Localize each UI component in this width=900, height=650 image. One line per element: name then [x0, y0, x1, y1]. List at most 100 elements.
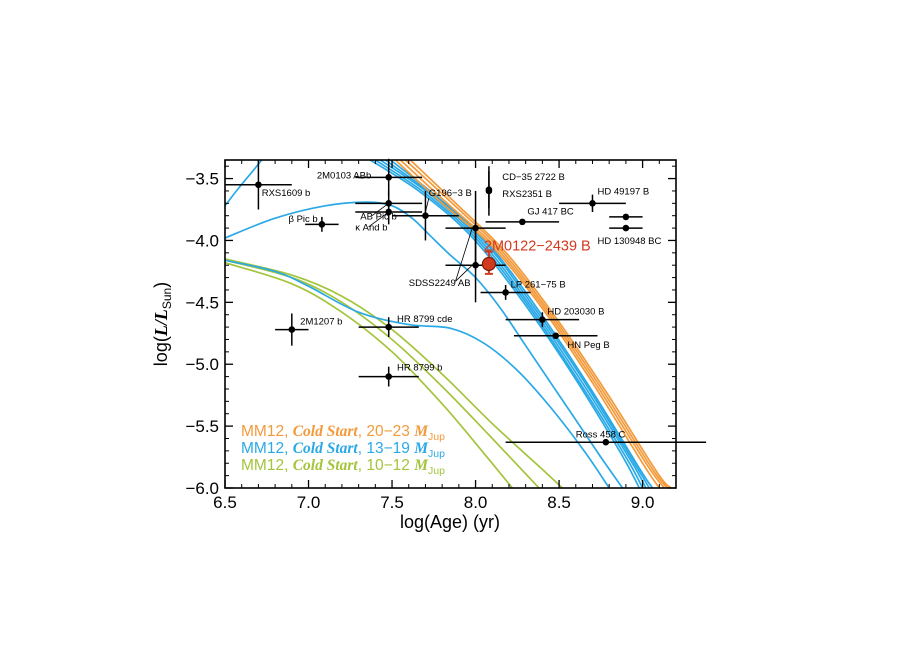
legend-entry: MM12, Cold Start, 13−19 MJup — [241, 440, 445, 460]
data-point — [275, 313, 309, 346]
y-tick-label: −5.5 — [185, 417, 219, 436]
plot-frame — [224, 159, 677, 489]
data-point — [358, 317, 419, 337]
point-marker — [288, 326, 296, 333]
data-point — [392, 190, 459, 241]
point-marker — [422, 212, 429, 219]
track-orange-0 — [394, 160, 661, 488]
data-point — [225, 160, 292, 210]
point-label: SDSS2249 AB — [409, 278, 471, 289]
legend-italic: Cold Start — [293, 440, 359, 457]
point-marker — [485, 187, 493, 195]
point-label: RXS2351 B — [502, 189, 552, 200]
data-point — [445, 228, 506, 303]
legend-mass-sub: Jup — [428, 448, 445, 460]
y-tick-label: −3.5 — [185, 170, 219, 189]
point-label: β Pic b — [288, 214, 317, 225]
data-point — [505, 438, 707, 446]
data-point — [505, 312, 580, 328]
x-tick-label: 9.0 — [631, 493, 655, 512]
y-axis-title-prefix: log( — [151, 336, 171, 366]
point-label: HN Peg B — [567, 340, 609, 351]
connector-line — [455, 264, 473, 282]
point-label: GJ 417 BC — [527, 206, 574, 217]
track-orange-2 — [404, 160, 669, 488]
y-axis-title: log(L/LSun) — [151, 282, 174, 366]
data-point — [305, 216, 339, 232]
point-marker — [385, 323, 392, 331]
track-blue-7 — [369, 160, 641, 488]
track-blue-4 — [379, 160, 647, 488]
legend-range: , 10−12 — [358, 457, 414, 474]
point-label: 2M0103 ABb — [317, 171, 371, 182]
x-axis-title: log(Age) (yr) — [400, 512, 500, 532]
track-green-2 — [225, 261, 513, 488]
legend-mass-sub: Jup — [428, 431, 445, 443]
legend-entry: MM12, Cold Start, 10−12 MJup — [241, 457, 445, 477]
point-label: AB Pic b — [360, 211, 396, 222]
y-axis-title-l2: L — [151, 309, 171, 321]
y-tick-label: −5.0 — [185, 355, 219, 374]
data-point — [485, 166, 493, 216]
connector-line — [368, 211, 389, 228]
x-tick-label: 7.0 — [297, 493, 321, 512]
track-blue-1 — [225, 201, 624, 488]
point-marker — [502, 289, 509, 296]
track-blue-0 — [225, 160, 263, 207]
y-axis-title-sub: Sun — [160, 288, 174, 309]
point-marker — [318, 221, 326, 228]
data-point — [559, 194, 626, 212]
point-label: LP 261−75 B — [511, 279, 566, 290]
x-tick-label: 6.5 — [213, 493, 237, 512]
connector-line — [455, 227, 473, 282]
point-label: 2M1207 b — [300, 317, 342, 328]
y-tick-label: −6.0 — [185, 479, 219, 498]
legend-italic: Cold Start — [293, 457, 359, 474]
point-marker — [472, 261, 479, 269]
legend-model: MM12, — [241, 423, 293, 440]
data-point — [485, 218, 560, 226]
x-tick-label: 8.0 — [464, 493, 488, 512]
point-label: HD 130948 BC — [597, 236, 661, 247]
y-tick-label: −4.0 — [185, 231, 219, 250]
legend-mass: M — [413, 457, 429, 474]
x-tick-label: 7.5 — [380, 493, 404, 512]
point-label: HR 8799 cde — [397, 314, 452, 325]
legend-mass: M — [413, 423, 429, 440]
y-axis-title-suffix: ) — [151, 282, 171, 288]
highlight-object: 2M0122−2439 B — [481, 238, 591, 275]
point-marker — [552, 332, 560, 340]
y-axis-title-l: L — [151, 325, 171, 337]
point-marker — [385, 373, 392, 380]
data-points — [225, 158, 707, 446]
highlight-label: 2M0122−2439 B — [484, 238, 591, 254]
data-point — [358, 366, 419, 387]
highlight-marker — [481, 256, 497, 272]
data-point — [355, 158, 423, 196]
point-label: G196−3 B — [429, 188, 472, 199]
y-tick-label: −4.5 — [185, 293, 219, 312]
track-blue-3 — [374, 160, 644, 488]
point-marker — [519, 218, 526, 226]
model-tracks — [225, 160, 672, 488]
connector-line — [371, 202, 389, 217]
legend-mass-sub: Jup — [428, 465, 445, 477]
point-marker — [602, 438, 610, 446]
track-blue-6 — [389, 160, 654, 488]
data-point — [513, 332, 598, 340]
data-point — [355, 199, 423, 225]
y-axis-title-slash: / — [151, 318, 171, 327]
point-marker — [385, 208, 392, 216]
legend-entry: MM12, Cold Start, 20−23 MJup — [241, 423, 445, 443]
point-marker — [622, 224, 630, 232]
point-marker — [385, 174, 392, 181]
legend-italic: Cold Start — [293, 423, 359, 440]
legend-model: MM12, — [241, 457, 293, 474]
label-connectors — [368, 198, 473, 282]
legend-model: MM12, — [241, 440, 293, 457]
track-orange-1 — [399, 160, 665, 488]
